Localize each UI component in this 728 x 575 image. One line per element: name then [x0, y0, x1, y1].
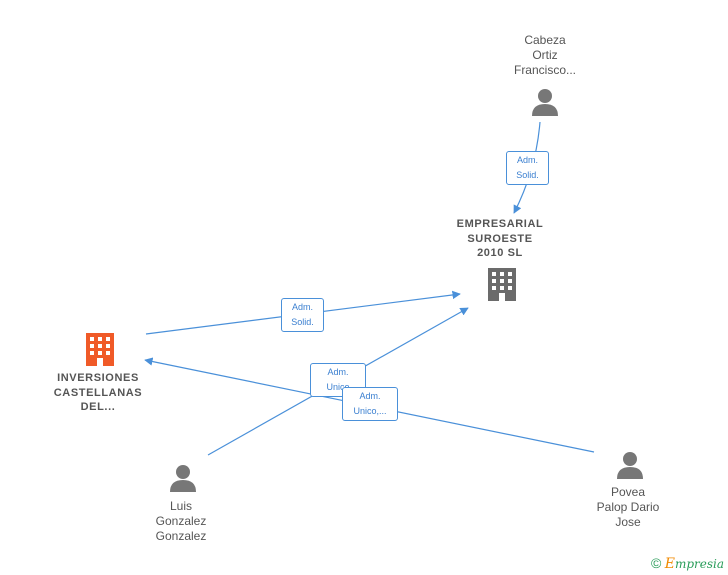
- person-label-povea[interactable]: Povea Palop Dario Jose: [596, 485, 660, 529]
- person-icon[interactable]: [617, 452, 643, 479]
- company-label-empresarial[interactable]: EMPRESARIAL SUROESTE 2010 SL: [456, 218, 544, 259]
- edge-label-cabeza-empresarial[interactable]: Adm. Solid.: [506, 151, 549, 185]
- person-icon[interactable]: [170, 465, 196, 492]
- person-label-cabeza[interactable]: Cabeza Ortiz Francisco...: [513, 33, 576, 77]
- building-icon[interactable]: [86, 333, 114, 366]
- building-icon[interactable]: [488, 268, 516, 301]
- brand-initial: E: [664, 556, 675, 572]
- brand-watermark: © Empresia: [651, 555, 724, 572]
- company-label-inversiones[interactable]: INVERSIONES CASTELLANAS DEL...: [53, 372, 143, 413]
- edge-label-inversiones-empresarial[interactable]: Adm. Solid.: [281, 298, 324, 332]
- person-label-luis[interactable]: Luis Gonzalez Gonzalez: [155, 499, 207, 543]
- copyright-symbol: ©: [651, 555, 662, 571]
- edge-label-povea-inversiones[interactable]: Adm. Unico,...: [342, 387, 398, 421]
- brand-name: mpresia: [674, 557, 724, 571]
- person-icon[interactable]: [532, 89, 558, 116]
